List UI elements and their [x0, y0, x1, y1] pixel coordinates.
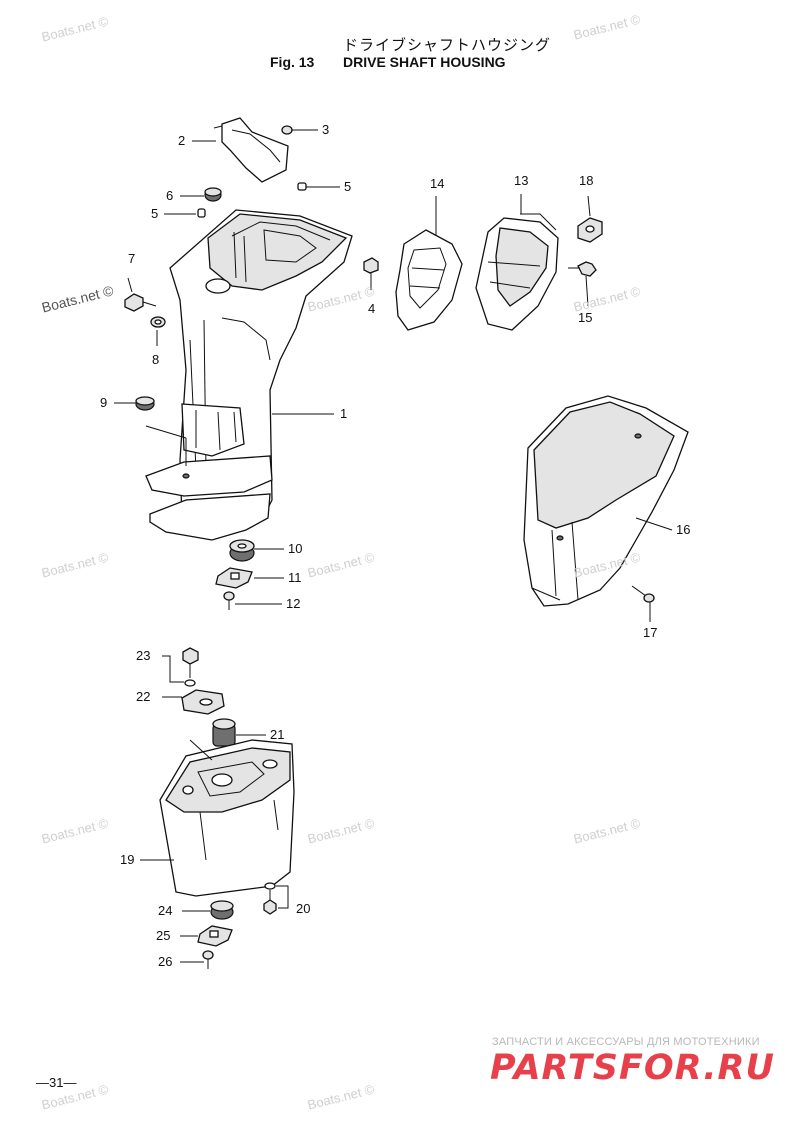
callout-7: 7 — [128, 251, 136, 266]
part-17-screw[interactable] — [631, 585, 655, 622]
part-12-bolt[interactable] — [223, 591, 235, 610]
callout-8: 8 — [152, 352, 160, 367]
callout-24: 24 — [158, 903, 173, 918]
callout-26: 26 — [158, 954, 173, 969]
shop-tagline: ЗАПЧАСТИ И АКСЕССУАРЫ ДЛЯ МОТОТЕХНИКИ — [492, 1036, 760, 1048]
part-23-bolt[interactable] — [162, 647, 199, 687]
callout-14: 14 — [430, 176, 445, 191]
callout-1: 1 — [340, 406, 348, 421]
part-13-exhaust-cover[interactable] — [475, 194, 559, 331]
part-25-plate[interactable] — [197, 925, 233, 947]
callout-22: 22 — [136, 689, 151, 704]
shop-logo: PARTSFOR.RU — [490, 1048, 775, 1088]
callout-18: 18 — [579, 173, 594, 188]
callout-15: 15 — [578, 310, 593, 325]
part-22-plate[interactable] — [181, 689, 225, 715]
part-8-washer[interactable] — [150, 316, 166, 328]
part-15-bolt[interactable] — [568, 261, 597, 307]
leader-lines — [114, 129, 340, 963]
callout-2: 2 — [178, 133, 186, 148]
part-11-plate[interactable] — [215, 567, 253, 589]
callout-6: 6 — [166, 188, 174, 203]
figure-title: DRIVE SHAFT HOUSING — [343, 54, 506, 70]
callout-10: 10 — [288, 541, 303, 556]
part-16-rear-cover[interactable] — [523, 395, 689, 607]
part-10-grommet[interactable] — [229, 539, 255, 562]
callout-23: 23 — [136, 648, 151, 663]
callout-25: 25 — [156, 928, 171, 943]
callout-16: 16 — [676, 522, 691, 537]
page-number: —31— — [36, 1075, 77, 1090]
part-6-bushing[interactable] — [204, 187, 222, 202]
part-4-bolt[interactable] — [363, 257, 379, 290]
part-14-gasket[interactable] — [395, 196, 463, 331]
part-2-bracket[interactable] — [213, 117, 289, 183]
callout-4: 4 — [368, 301, 376, 316]
part-24-grommet[interactable] — [210, 900, 234, 920]
callout-11: 11 — [288, 570, 302, 585]
callout-21: 21 — [270, 727, 285, 742]
callout-12: 12 — [286, 596, 301, 611]
figure-number: Fig. 13 — [270, 54, 315, 70]
part-1-drive-shaft-housing[interactable] — [145, 209, 353, 541]
part-26-bolt[interactable] — [202, 950, 214, 969]
part-5-washer-upper[interactable] — [297, 182, 307, 191]
part-20-bolt[interactable] — [263, 882, 289, 915]
part-9-plug[interactable] — [135, 396, 155, 411]
callout-20: 20 — [296, 901, 311, 916]
callout-3: 3 — [322, 122, 330, 137]
callout-17: 17 — [643, 625, 658, 640]
part-3-screw[interactable] — [281, 125, 300, 135]
part-18-nut[interactable] — [577, 195, 603, 243]
callout-5-upper: 5 — [344, 179, 352, 194]
part-5-washer-lower[interactable] — [197, 208, 206, 218]
figure-title-japanese: ドライブシャフトハウジング — [343, 36, 552, 54]
callout-9: 9 — [100, 395, 108, 410]
callout-13: 13 — [514, 173, 529, 188]
part-21-grommet[interactable] — [212, 718, 236, 747]
part-19-lower-case[interactable] — [159, 739, 295, 897]
callout-19: 19 — [120, 852, 135, 867]
part-7-bolt[interactable] — [124, 277, 157, 312]
callout-5-lower: 5 — [151, 206, 159, 221]
